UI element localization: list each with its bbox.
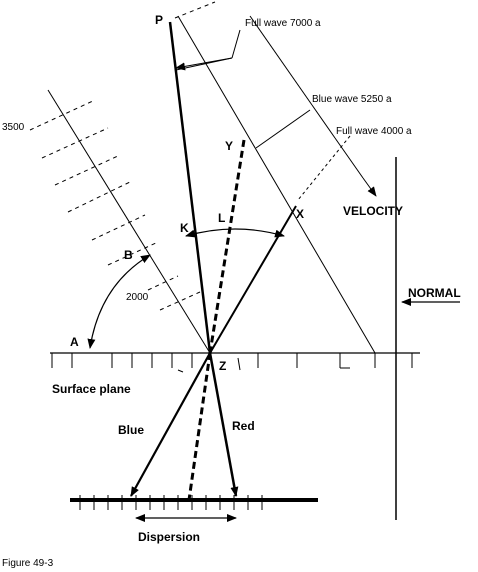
full-wave-4000-label: Full wave 4000 a bbox=[336, 126, 412, 137]
surface-plane bbox=[50, 352, 420, 373]
wave-3500-label: 3500 bbox=[2, 122, 25, 133]
screen-plane bbox=[70, 495, 318, 510]
velocity-label: VELOCITY bbox=[343, 204, 403, 218]
red-ray-incident bbox=[168, 21, 241, 354]
point-p-label: P bbox=[155, 13, 163, 27]
refracted-rays bbox=[130, 352, 239, 497]
surface-plane-label: Surface plane bbox=[52, 382, 131, 396]
point-l-label: L bbox=[218, 211, 225, 225]
normal-label: NORMAL bbox=[408, 286, 461, 300]
incident-wavefronts bbox=[47, 15, 377, 354]
blue-ray-label: Blue bbox=[118, 423, 144, 437]
point-z-label: Z bbox=[219, 359, 226, 373]
blue-wave-5250-label: Blue wave 5250 a bbox=[312, 94, 392, 105]
normal-line bbox=[395, 157, 460, 520]
point-k-label: K bbox=[180, 221, 189, 235]
point-y-label: Y bbox=[225, 139, 233, 153]
blue-wave-dashed-ray bbox=[187, 109, 311, 501]
dispersion-label: Dispersion bbox=[138, 530, 200, 544]
point-x-label: X bbox=[296, 207, 304, 221]
wave-2000-label: 2000 bbox=[126, 292, 149, 303]
full-wave-4000-ray bbox=[209, 135, 351, 354]
angle-arcs bbox=[87, 228, 285, 349]
red-ray-label: Red bbox=[232, 419, 255, 433]
point-a-label: A bbox=[70, 335, 79, 349]
full-wave-7000-label: Full wave 7000 a bbox=[245, 18, 321, 29]
point-b-label: B bbox=[124, 248, 133, 262]
figure-caption: Figure 49-3 bbox=[2, 558, 54, 569]
